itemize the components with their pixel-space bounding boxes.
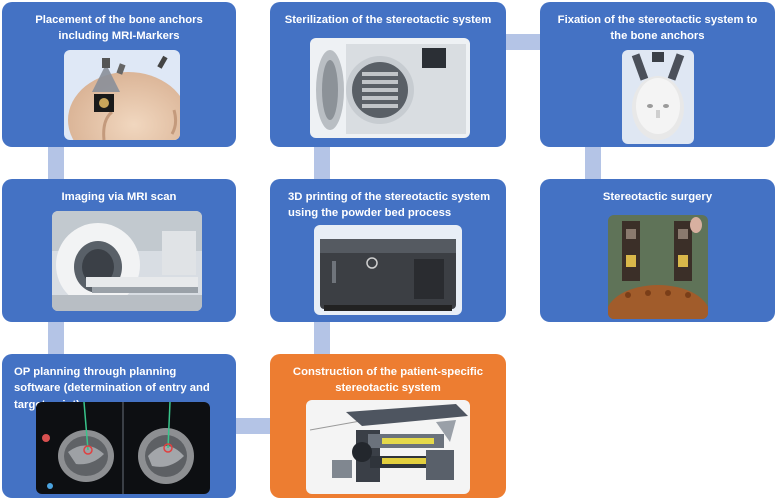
- 3d-printer-image: [314, 225, 462, 315]
- stereotactic-surgery-image: [608, 215, 708, 319]
- step-surgery-title: Stereotactic surgery: [602, 191, 713, 203]
- step-construction-box: Construction of the patient-specific ste…: [270, 354, 506, 498]
- step-construction-title: Construction of the patient-specific ste…: [292, 366, 484, 395]
- connector-placement-imaging: [48, 147, 64, 179]
- step-sterilization-title: Sterilization of the stereotactic system: [284, 14, 492, 26]
- connector-imaging-planning: [48, 322, 64, 354]
- step-imaging-title: Imaging via MRI scan: [61, 191, 177, 203]
- connector-planning-construction: [236, 418, 270, 434]
- connector-sterilization-fixation: [506, 34, 540, 50]
- head-fixation-image: [622, 50, 694, 144]
- connector-fixation-surgery: [585, 147, 601, 179]
- bone-anchor-head-image: [64, 50, 180, 140]
- connector-construction-printing: [314, 322, 330, 354]
- step-placement-title: Placement of the bone anchors including …: [35, 14, 203, 43]
- step-sterilization-box: Sterilization of the stereotactic system: [270, 2, 506, 147]
- step-planning-title: OP planning through planning software (d…: [14, 366, 210, 411]
- step-fixation-box: Fixation of the stereotactic system to t…: [540, 2, 775, 147]
- step-printing-box: 3D printing of the stereotactic system u…: [270, 179, 506, 322]
- connector-printing-sterilization: [314, 147, 330, 179]
- step-printing-title: 3D printing of the stereotactic system u…: [288, 191, 491, 220]
- stereotactic-cad-model-image: [306, 400, 470, 494]
- mri-scanner-image: [52, 211, 202, 311]
- step-planning-box: OP planning through planning software (d…: [2, 354, 236, 498]
- step-surgery-box: Stereotactic surgery: [540, 179, 775, 322]
- step-placement-box: Placement of the bone anchors including …: [2, 2, 236, 147]
- sterilizer-image: [310, 38, 470, 138]
- step-imaging-box: Imaging via MRI scan: [2, 179, 236, 322]
- step-fixation-title: Fixation of the stereotactic system to t…: [557, 14, 758, 43]
- planning-software-image: [36, 402, 210, 494]
